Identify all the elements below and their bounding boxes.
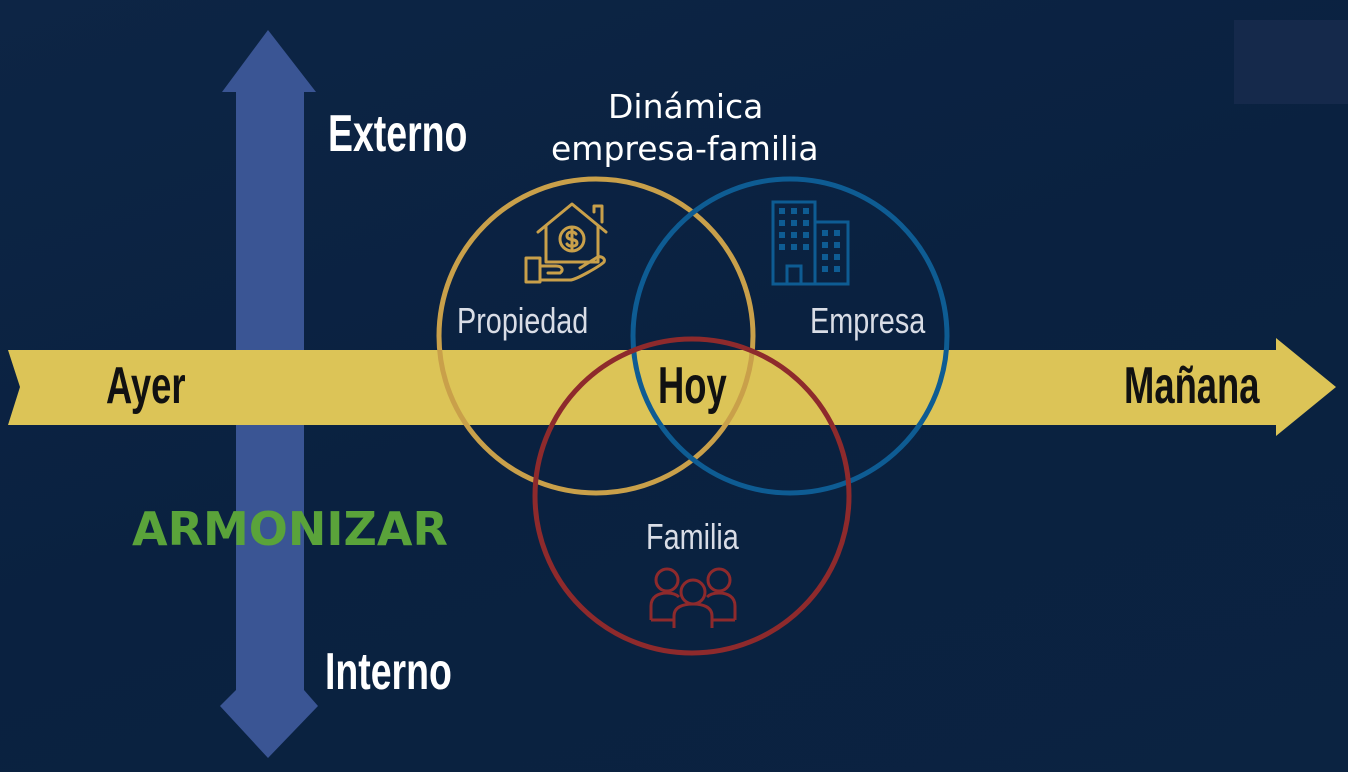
- familia-label: Familia: [646, 516, 739, 557]
- propiedad-circle: [436, 176, 756, 496]
- house-dollar-hand-icon: [524, 202, 608, 284]
- interno-label: Interno: [325, 643, 452, 701]
- corner-box: [1234, 20, 1348, 104]
- diagram-title-line2: empresa-familia: [551, 129, 819, 168]
- armonizar-label: ARMONIZAR: [132, 502, 448, 556]
- familia-circle: [532, 336, 852, 656]
- ayer-label: Ayer: [106, 357, 186, 415]
- office-buildings-icon: [771, 200, 850, 286]
- manana-label: Mañana: [1124, 357, 1260, 415]
- empresa-circle: [630, 176, 950, 496]
- diagram-title-line1: Dinámica: [608, 87, 764, 126]
- family-group-icon: [649, 567, 737, 628]
- propiedad-label: Propiedad: [457, 300, 589, 341]
- empresa-label: Empresa: [810, 300, 926, 341]
- externo-label: Externo: [328, 105, 468, 163]
- hoy-label: Hoy: [658, 357, 727, 415]
- timeline-arrow: [8, 338, 1336, 436]
